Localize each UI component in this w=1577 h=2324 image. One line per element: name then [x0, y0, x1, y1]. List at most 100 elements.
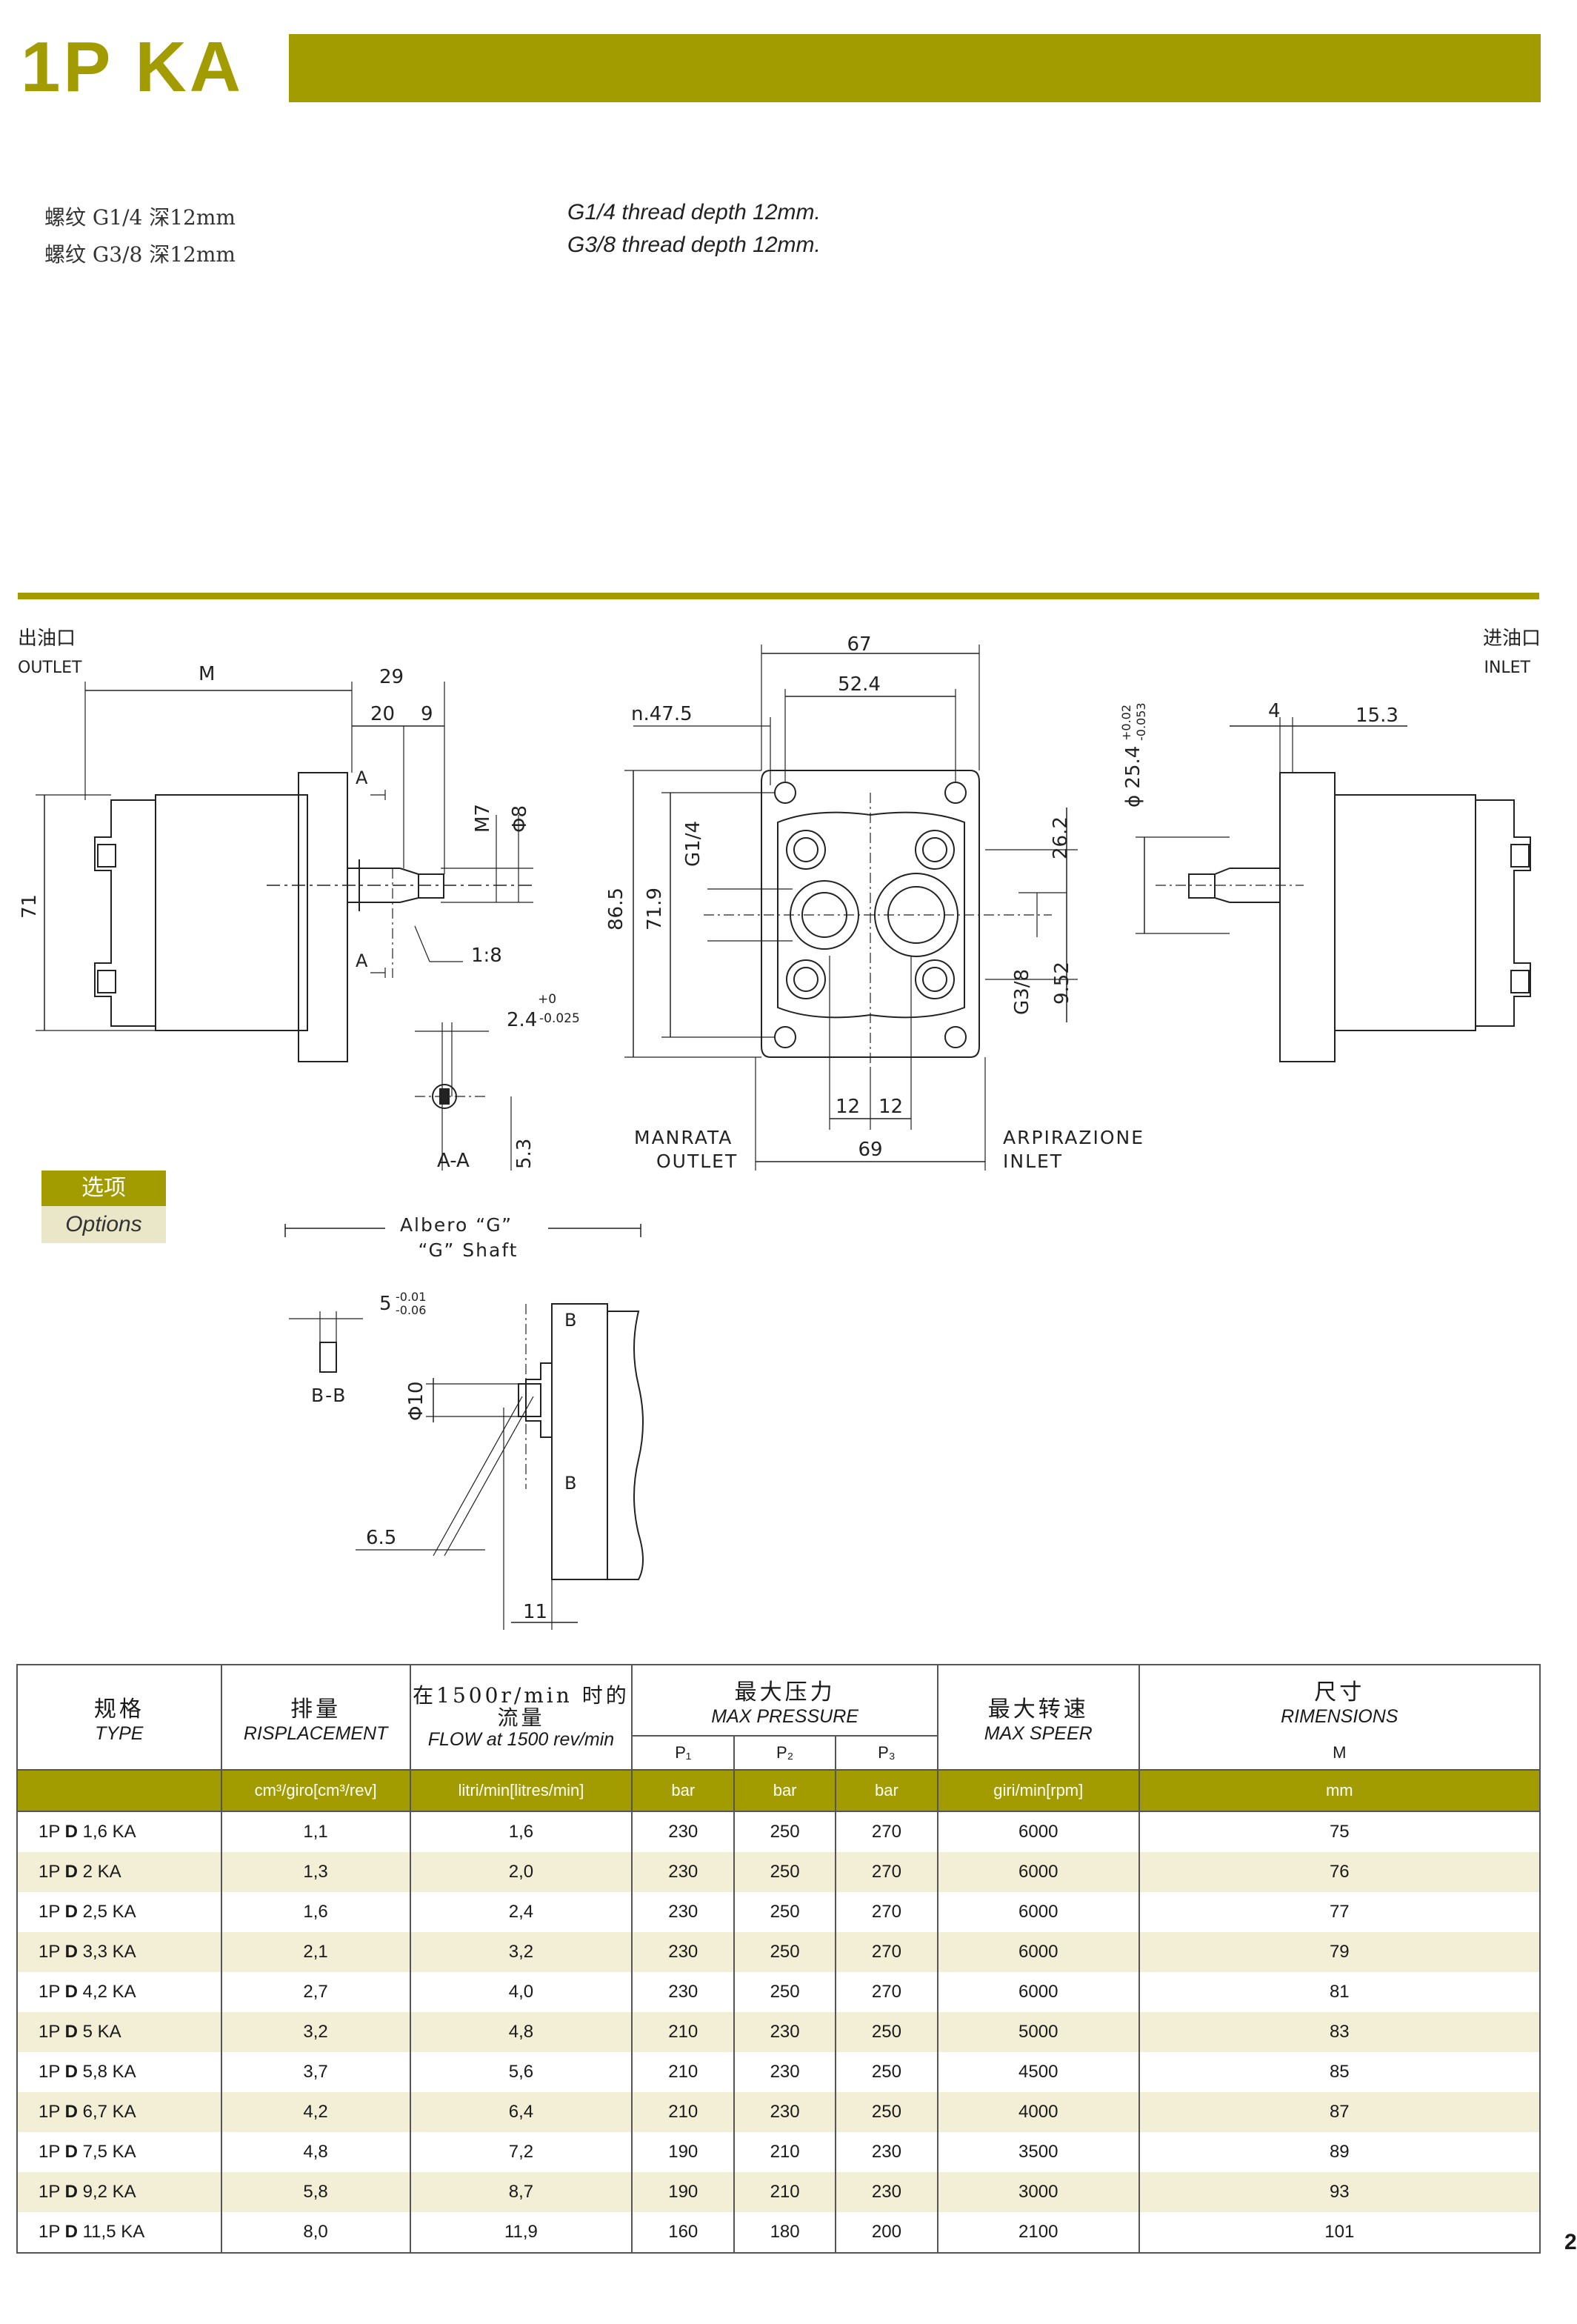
dim-5-tol-up: -0.01	[396, 1290, 426, 1304]
unit-cell	[16, 1769, 222, 1812]
unit-cell: litri/min[litres/min]	[409, 1769, 633, 1812]
dim-12b: 12	[878, 1096, 903, 1118]
cell-p1: 230	[631, 1811, 736, 1852]
dim-n47-5: n.47.5	[631, 703, 693, 725]
cell-m: 87	[1138, 2092, 1541, 2132]
unit-cell: bar	[733, 1769, 837, 1812]
dim-key: 2.4	[507, 1009, 537, 1031]
dim-26-2: 26.2	[1050, 816, 1072, 859]
section-aa-label: A-A	[437, 1150, 470, 1172]
cell-flow: 2,0	[409, 1852, 633, 1892]
dim-5: 5	[379, 1293, 392, 1315]
note-cn-2: 螺纹 G3/8 深12mm	[44, 242, 236, 267]
dim-5-3: 5.3	[513, 1139, 536, 1169]
dim-phi25-4: ϕ 25.4	[1122, 746, 1144, 808]
section-a-top: A	[356, 768, 368, 788]
dim-phi10: Φ10	[405, 1381, 427, 1421]
cell-m: 81	[1138, 1972, 1541, 2012]
col-p2: P₂	[733, 1735, 837, 1771]
cell-disp: 8,0	[220, 2212, 411, 2254]
cell-p2: 250	[733, 1811, 837, 1852]
cell-p3: 250	[835, 2092, 938, 2132]
title-bar	[289, 34, 1541, 102]
cell-p2: 210	[733, 2132, 837, 2172]
cell-p1: 230	[631, 1892, 736, 1932]
cell-p1: 230	[631, 1932, 736, 1972]
outlet-en-label: OUTLET	[18, 659, 82, 677]
g-shaft-label: “G” Shaft	[419, 1239, 519, 1261]
col-m: M	[1138, 1736, 1541, 1771]
cell-flow: 11,9	[409, 2212, 633, 2254]
cell-speed: 4500	[936, 2052, 1140, 2092]
section-b-top: B	[564, 1310, 576, 1331]
section-divider	[18, 593, 1539, 599]
cell-m: 83	[1138, 2012, 1541, 2052]
dim-52-4: 52.4	[838, 673, 881, 696]
cell-m: 89	[1138, 2132, 1541, 2172]
cell-p1: 190	[631, 2172, 736, 2212]
cell-m: 85	[1138, 2052, 1541, 2092]
dim-4: 4	[1268, 700, 1281, 722]
cell-speed: 2100	[936, 2212, 1140, 2254]
cell-flow: 8,7	[409, 2172, 633, 2212]
cell-speed: 6000	[936, 1892, 1140, 1932]
technical-drawing: 出油口 OUTLET 进油口 INLET M 29 20 9 71 M7 Φ8 …	[18, 627, 1541, 1630]
cell-speed: 3500	[936, 2132, 1140, 2172]
units-row: cm³/giro[cm³/rev] litri/min[litres/min] …	[16, 1769, 1541, 1812]
dim-key-tol-dn: -0.025	[539, 1011, 580, 1026]
note-cn-1: 螺纹 G1/4 深12mm	[44, 205, 236, 230]
cell-flow: 3,2	[409, 1932, 633, 1972]
right-side-view	[1136, 717, 1531, 1062]
cell-p2: 250	[733, 1932, 837, 1972]
cell-m: 93	[1138, 2172, 1541, 2212]
dim-69: 69	[858, 1139, 882, 1161]
options-cn-badge: 选项	[41, 1171, 166, 1206]
cell-p1: 230	[631, 1852, 736, 1892]
unit-cell: mm	[1138, 1769, 1541, 1812]
cell-type: 1P D 2,5 KA	[16, 1892, 222, 1932]
dim-phi25-4-tol-up: +0.02	[1119, 705, 1133, 741]
unit-cell: giri/min[rpm]	[936, 1769, 1140, 1812]
cell-p3: 270	[835, 1852, 938, 1892]
cell-disp: 2,1	[220, 1932, 411, 1972]
cell-m: 75	[1138, 1811, 1541, 1852]
cell-p3: 270	[835, 1811, 938, 1852]
arpirazione-label: ARPIRAZIONE	[1003, 1127, 1144, 1148]
dim-29: 29	[379, 666, 404, 688]
g-shaft-view	[284, 1224, 644, 1630]
cell-p1: 160	[631, 2212, 736, 2254]
cell-speed: 5000	[936, 2012, 1140, 2052]
options-en-badge: Options	[41, 1206, 166, 1243]
cell-p3: 230	[835, 2172, 938, 2212]
page-title: 1P KA	[21, 27, 244, 107]
inlet-cn-label: 进油口	[1483, 627, 1541, 650]
col-p3: P₃	[835, 1735, 938, 1771]
cell-p2: 250	[733, 1972, 837, 2012]
left-side-view	[36, 682, 533, 1171]
cell-disp: 1,1	[220, 1811, 411, 1852]
dim-taper: 1:8	[471, 945, 502, 967]
dim-20: 20	[370, 703, 395, 725]
front-outlet-label: OUTLET	[656, 1151, 738, 1172]
cell-p2: 210	[733, 2172, 837, 2212]
cell-disp: 4,8	[220, 2132, 411, 2172]
cell-speed: 4000	[936, 2092, 1140, 2132]
dim-6-5: 6.5	[366, 1527, 396, 1549]
cell-p2: 230	[733, 2052, 837, 2092]
note-en-2: G3/8 thread depth 12mm.	[567, 233, 821, 257]
cell-flow: 7,2	[409, 2132, 633, 2172]
cell-disp: 3,7	[220, 2052, 411, 2092]
dim-86-5: 86.5	[605, 888, 627, 930]
